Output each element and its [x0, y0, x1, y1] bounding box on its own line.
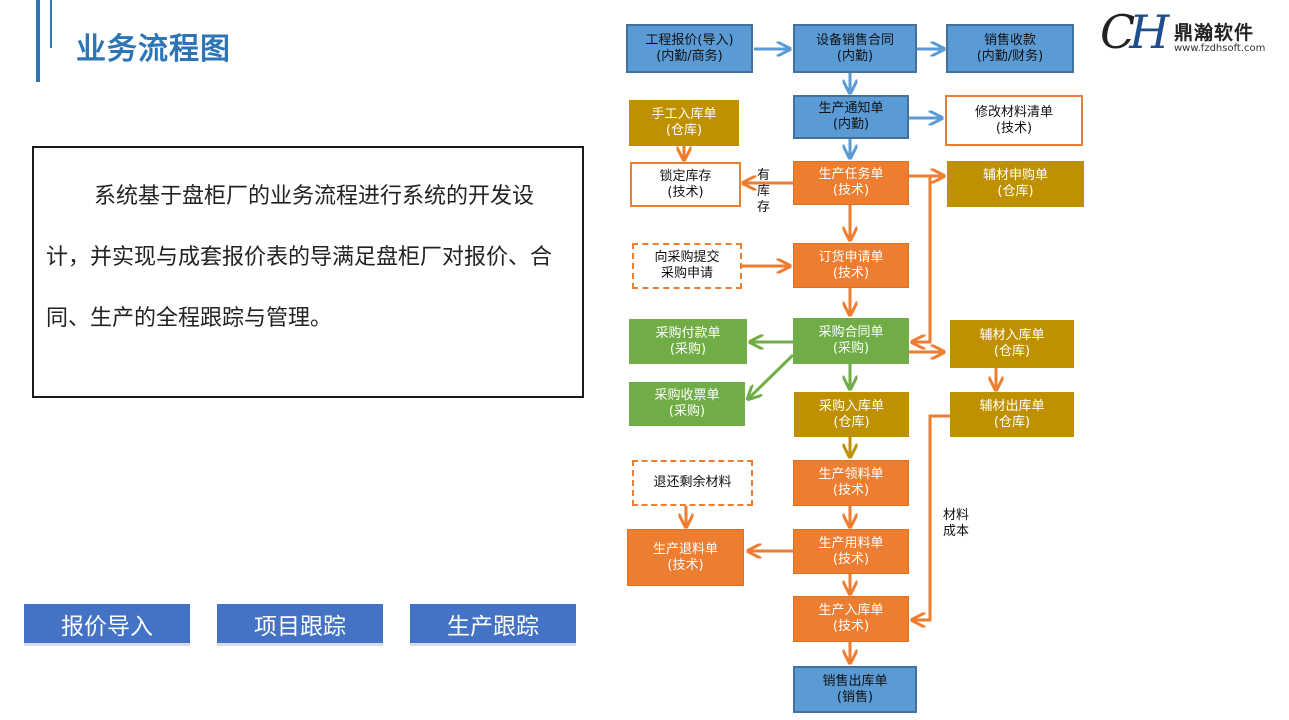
node-label: 采购入库单 — [818, 398, 884, 414]
node-role: (采购) — [669, 341, 707, 357]
node-role: (内勤) — [832, 117, 870, 132]
node-label: 销售收款 — [983, 32, 1036, 48]
node-purchase-invoice[interactable]: 采购收票单 (采购) — [629, 382, 745, 426]
node-role: (技术) — [832, 483, 870, 498]
node-production-pick[interactable]: 生产领料单 (技术) — [793, 460, 909, 506]
node-production-notice[interactable]: 生产通知单 (内勤) — [793, 95, 909, 139]
node-label: 采购收票单 — [654, 388, 720, 403]
logo-name: 鼎瀚软件 — [1174, 22, 1255, 44]
node-label: 生产用料单 — [818, 535, 884, 551]
node-lock-stock[interactable]: 锁定库存 (技术) — [630, 162, 741, 207]
description-box: 系统基于盘柜厂的业务流程进行系统的开发设计，并实现与成套报价表的导满足盘柜厂对报… — [32, 146, 584, 398]
title-accent-bar — [36, 0, 40, 82]
node-label: 辅材入库单 — [979, 328, 1045, 343]
node-aux-purchase-request[interactable]: 辅材申购单 (仓库) — [947, 161, 1084, 207]
node-label: 生产任务单 — [818, 167, 884, 182]
node-label: 退还剩余材料 — [653, 475, 732, 490]
node-aux-in[interactable]: 辅材入库单 (仓库) — [950, 320, 1074, 368]
node-role: (内勤/财务) — [976, 48, 1044, 64]
node-aux-out[interactable]: 辅材出库单 (仓库) — [950, 392, 1074, 437]
node-role: (技术) — [832, 619, 870, 634]
node-label: 辅材出库单 — [979, 398, 1045, 414]
node-label: 采购付款单 — [655, 325, 721, 341]
node-role: (仓库) — [833, 414, 870, 430]
arrow-contract-to-invoice — [748, 353, 795, 399]
node-role: (技术) — [995, 120, 1033, 136]
label-material-cost: 材料 成本 — [943, 508, 970, 539]
node-role: (技术) — [832, 183, 870, 198]
node-label: 销售出库单 — [822, 673, 888, 689]
node-sales-receipt[interactable]: 销售收款 (内勤/财务) — [946, 24, 1074, 73]
node-modify-bom[interactable]: 修改材料清单 (技术) — [945, 95, 1083, 146]
arrow-aux-out-to-prod-in — [912, 414, 950, 620]
arrow-aux-req-to-contract — [912, 176, 932, 342]
node-order-request[interactable]: 订货申请单 (技术) — [793, 243, 909, 288]
node-label: 辅材申购单 — [982, 168, 1048, 183]
node-submit-purchase-request[interactable]: 向采购提交 采购申请 — [632, 243, 742, 289]
logo-url: www.fzdhsoft.com — [1174, 43, 1266, 54]
node-role: (仓库) — [993, 344, 1031, 359]
logo-mark: CH — [1100, 5, 1169, 59]
node-sales-out[interactable]: 销售出库单 (销售) — [793, 666, 917, 713]
node-label: 设备销售合同 — [815, 32, 894, 48]
node-label: 手工入库单 — [651, 107, 717, 122]
node-role: (仓库) — [993, 414, 1031, 430]
node-label: 生产入库单 — [818, 603, 884, 618]
node-production-return[interactable]: 生产退料单 (技术) — [627, 529, 744, 586]
node-purchase-payment[interactable]: 采购付款单 (采购) — [629, 319, 747, 364]
node-purchase-contract[interactable]: 采购合同单 (采购) — [793, 318, 909, 364]
label-has-stock: 有 库 存 — [757, 168, 771, 215]
node-label: 生产通知单 — [818, 101, 884, 116]
node-label: 生产领料单 — [818, 467, 884, 482]
node-label: 修改材料清单 — [974, 104, 1053, 120]
quote-import-button[interactable]: 报价导入 — [24, 604, 190, 646]
node-role: (内勤) — [836, 48, 874, 64]
description-text: 系统基于盘柜厂的业务流程进行系统的开发设计，并实现与成套报价表的导满足盘柜厂对报… — [46, 184, 553, 331]
project-tracking-button[interactable]: 项目跟踪 — [217, 604, 383, 646]
node-label: 工程报价(导入) — [645, 32, 734, 48]
node-label: 订货申请单 — [818, 249, 884, 265]
page-title: 业务流程图 — [76, 32, 231, 67]
node-role: (技术) — [667, 557, 704, 573]
node-role: (销售) — [836, 689, 874, 705]
node-manual-in[interactable]: 手工入库单 (仓库) — [629, 100, 739, 146]
node-role: (仓库) — [997, 184, 1034, 199]
node-sales-contract[interactable]: 设备销售合同 (内勤) — [793, 24, 917, 73]
node-role: (技术) — [667, 184, 704, 200]
node-return-surplus[interactable]: 退还剩余材料 — [632, 460, 753, 506]
node-label: 采购合同单 — [818, 325, 884, 340]
node-role: (内勤/商务) — [656, 48, 723, 64]
node-label: 向采购提交 — [654, 250, 720, 265]
node-production-use[interactable]: 生产用料单 (技术) — [793, 529, 909, 574]
node-role: 采购申请 — [660, 266, 713, 281]
node-role: (技术) — [832, 265, 870, 281]
title-accent-tick — [50, 0, 52, 48]
production-tracking-button[interactable]: 生产跟踪 — [410, 604, 576, 646]
node-production-task[interactable]: 生产任务单 (技术) — [793, 161, 909, 205]
node-role: (采购) — [832, 341, 870, 356]
node-label: 锁定库存 — [659, 168, 712, 184]
node-role: (技术) — [832, 551, 870, 567]
node-quote[interactable]: 工程报价(导入) (内勤/商务) — [626, 24, 753, 73]
node-production-in[interactable]: 生产入库单 (技术) — [793, 596, 909, 642]
company-logo: CH 鼎瀚软件 www.fzdhsoft.com — [1100, 6, 1270, 58]
node-purchase-in[interactable]: 采购入库单 (仓库) — [794, 392, 909, 437]
node-role: (采购) — [668, 404, 706, 419]
node-label: 生产退料单 — [652, 541, 718, 557]
node-role: (仓库) — [665, 123, 703, 138]
